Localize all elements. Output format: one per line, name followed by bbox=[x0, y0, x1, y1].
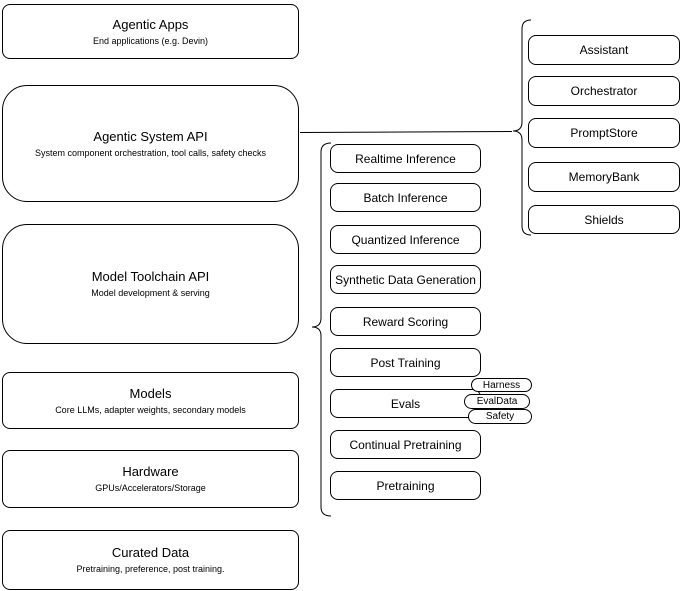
node-orchestrator: Orchestrator bbox=[528, 76, 680, 106]
pill-label: Harness bbox=[482, 379, 521, 391]
node-subtitle: End applications (e.g. Devin) bbox=[92, 35, 209, 46]
node-label: Shields bbox=[584, 212, 624, 227]
node-label: Orchestrator bbox=[570, 84, 638, 98]
node-evals: Evals bbox=[330, 389, 481, 418]
node-curated-data: Curated Data Pretraining, preference, po… bbox=[2, 530, 299, 590]
node-batch-inference: Batch Inference bbox=[330, 183, 481, 212]
node-title: Curated Data bbox=[111, 545, 190, 560]
pill-label: Safety bbox=[485, 411, 515, 422]
node-models: Models Core LLMs, adapter weights, secon… bbox=[2, 372, 299, 429]
node-promptstore: PromptStore bbox=[528, 118, 680, 148]
node-label: Post Training bbox=[370, 355, 441, 370]
node-label: Quantized Inference bbox=[351, 232, 460, 247]
pill-evals-harness: Harness bbox=[471, 378, 532, 392]
node-reward-scoring: Reward Scoring bbox=[330, 307, 481, 336]
node-label: PromptStore bbox=[570, 126, 638, 140]
toolchain-brace bbox=[311, 142, 332, 517]
node-label: Reward Scoring bbox=[362, 314, 449, 329]
node-label: Realtime Inference bbox=[355, 151, 456, 166]
node-model-toolchain-api: Model Toolchain API Model development & … bbox=[2, 224, 299, 344]
node-subtitle: Core LLMs, adapter weights, secondary mo… bbox=[55, 404, 246, 415]
node-synthetic-data-generation: Synthetic Data Generation bbox=[330, 265, 481, 294]
node-agentic-apps: Agentic Apps End applications (e.g. Devi… bbox=[2, 4, 299, 59]
node-label: Continual Pretraining bbox=[349, 437, 462, 452]
pill-label: EvalData bbox=[476, 396, 518, 407]
node-quantized-inference: Quantized Inference bbox=[330, 225, 481, 254]
node-subtitle: Model development & serving bbox=[91, 288, 210, 298]
node-realtime-inference: Realtime Inference bbox=[330, 144, 481, 173]
node-continual-pretraining: Continual Pretraining bbox=[330, 430, 481, 459]
node-assistant: Assistant bbox=[528, 35, 680, 65]
node-label: Assistant bbox=[579, 43, 629, 57]
pill-evals-evaldata: EvalData bbox=[464, 394, 530, 409]
node-label: Evals bbox=[390, 396, 421, 411]
node-title: Hardware bbox=[122, 464, 179, 479]
system-api-connector-line bbox=[299, 131, 513, 133]
node-title: Agentic Apps bbox=[112, 16, 189, 32]
node-label: MemoryBank bbox=[568, 170, 640, 184]
node-post-training: Post Training bbox=[330, 348, 481, 377]
node-pretraining: Pretraining bbox=[330, 471, 481, 500]
node-subtitle: GPUs/Accelerators/Storage bbox=[95, 483, 206, 493]
node-subtitle: System component orchestration, tool cal… bbox=[34, 147, 267, 158]
node-memorybank: MemoryBank bbox=[528, 162, 680, 192]
node-subtitle: Pretraining, preference, post training. bbox=[76, 564, 225, 574]
node-label: Synthetic Data Generation bbox=[335, 272, 476, 287]
node-shields: Shields bbox=[528, 205, 680, 234]
node-hardware: Hardware GPUs/Accelerators/Storage bbox=[2, 450, 299, 508]
node-title: Agentic System API bbox=[93, 128, 208, 144]
node-label: Pretraining bbox=[376, 478, 435, 493]
pill-evals-safety: Safety bbox=[468, 409, 532, 424]
node-label: Batch Inference bbox=[363, 190, 448, 205]
node-title: Model Toolchain API bbox=[91, 269, 210, 284]
node-agentic-system-api: Agentic System API System component orch… bbox=[2, 85, 299, 202]
system-brace bbox=[512, 19, 532, 236]
node-title: Models bbox=[129, 385, 172, 401]
